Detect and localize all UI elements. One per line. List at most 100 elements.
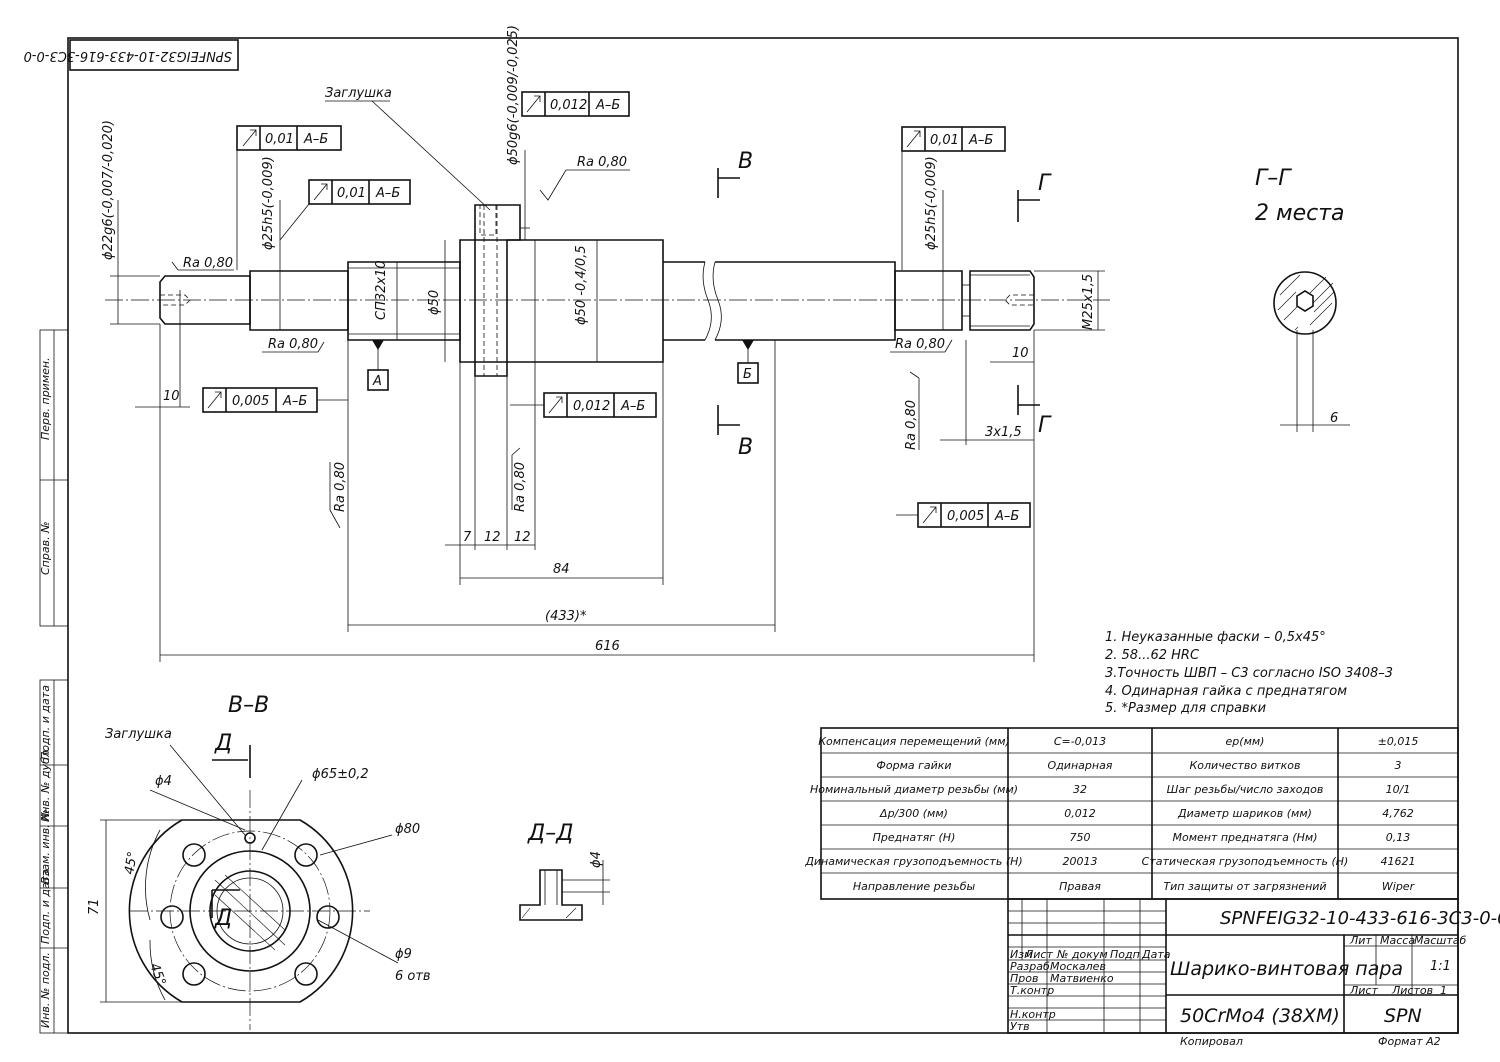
tb-col-3: Подп	[1110, 948, 1140, 961]
tbl-r4-c1: 750	[1070, 831, 1091, 844]
tb-col-0: Изм	[1010, 948, 1032, 961]
side-label-1: Справ. №	[39, 521, 52, 575]
tb-scale-val: 1:1	[1430, 959, 1451, 974]
vv-section-drawing	[100, 744, 399, 1030]
dim-12b: 12	[514, 530, 531, 545]
tbl-r6-c1: Правая	[1059, 880, 1101, 893]
side-label-3: Инв. № дубл.	[39, 747, 52, 822]
tbl-r1-c0: Форма гайки	[876, 759, 951, 772]
dia-50g6-label: ϕ50g6(-0,009/-0,025)	[506, 25, 521, 165]
tbl-r1-c2: Количество витков	[1189, 759, 1300, 772]
sect-v-top: В	[738, 149, 753, 174]
vv-ang-b: 45°	[146, 961, 168, 988]
dia-22-label: ϕ22g6(-0,007/-0,020)	[101, 120, 116, 260]
datum-b: Б	[743, 367, 752, 382]
top-stamp	[69, 39, 239, 71]
vv-dim-71: 71	[87, 898, 102, 915]
tbl-r6-c0: Направление резьбы	[853, 880, 976, 893]
tbl-r6-c2: Тип защиты от загрязнений	[1163, 880, 1326, 893]
tbl-r4-c3: 0,13	[1386, 831, 1411, 844]
tol-base-3: А–Б	[595, 98, 620, 113]
tolerance-frames	[202, 91, 1031, 528]
tbl-r3-c0: Δp/300 (мм)	[879, 807, 948, 820]
tb-col-4: Дата	[1141, 948, 1171, 961]
tbl-r2-c3: 10/1	[1386, 783, 1411, 796]
vv-phi4: ϕ4	[155, 774, 172, 789]
tol-mid1: 0,005	[232, 394, 269, 409]
tol-base-2: А–Б	[375, 186, 400, 201]
tol-base-5: А–Б	[282, 394, 307, 409]
note-1: 2. 58...62 HRC	[1105, 648, 1200, 663]
tb-role-4: Утв	[1010, 1020, 1030, 1033]
sp32-label: СП32x10	[374, 260, 389, 320]
tbl-r2-c1: 32	[1073, 783, 1087, 796]
tbl-r4-c2: Момент преднатяга (Нм)	[1172, 831, 1317, 844]
tbl-r3-c1: 0,012	[1064, 807, 1096, 820]
tb-role-1: Пров	[1010, 972, 1038, 985]
gg-dim-6: 6	[1330, 411, 1338, 426]
m25-label: M25x1,5	[1081, 274, 1096, 330]
dim-10b: 10	[1012, 346, 1029, 361]
dim-7: 7	[463, 530, 472, 545]
ra-7: Ra 0,80	[513, 462, 528, 512]
tbl-r5-c2: Статическая грузоподъемность (Н)	[1142, 855, 1349, 868]
tb-name-0: Москалев	[1050, 960, 1106, 973]
side-label-6: Инв. № подл.	[39, 952, 52, 1028]
tbl-r5-c3: 41621	[1381, 855, 1416, 868]
ra-1: Ra 0,80	[183, 256, 233, 271]
datum-a: А	[372, 374, 382, 389]
tbl-r3-c3: 4,762	[1382, 807, 1414, 820]
tb-col-2: № докум	[1056, 948, 1108, 961]
copied-label: Копировал	[1180, 1035, 1243, 1048]
tb-role-2: Т.контр	[1010, 984, 1054, 997]
dim-433: (433)*	[545, 609, 587, 624]
tbl-r1-c3: 3	[1395, 759, 1402, 772]
tb-sheets-val: 1	[1440, 984, 1447, 997]
dim-3x15: 3x1,5	[985, 425, 1022, 440]
dim-10a: 10	[163, 389, 180, 404]
vv-phi65: ϕ65±0,2	[312, 767, 369, 782]
tol-top3: 0,012	[550, 98, 587, 113]
vv-phi9: ϕ9	[395, 947, 412, 962]
format-label: Формат А2	[1378, 1035, 1441, 1048]
tb-name: Шарико-винтовая пара	[1170, 958, 1403, 980]
dia-50-label: ϕ50	[427, 290, 442, 315]
tol-top2: 0,01	[337, 186, 366, 201]
tbl-r5-c0: Динамическая грузоподъемность (Н)	[804, 855, 1022, 868]
tol-right: 0,005	[947, 509, 984, 524]
spec-table	[820, 727, 1459, 900]
vv-title: В–В	[228, 693, 269, 718]
tb-code: SPNFEIG32-10-433-616-3C3-0-0	[1220, 908, 1500, 929]
plug-label: Заглушка	[325, 86, 392, 101]
tol-base-7: А–Б	[994, 509, 1019, 524]
tb-mass: Масса	[1380, 934, 1415, 947]
ra-2: Ra 0,80	[268, 337, 318, 352]
sect-v-bottom: В	[738, 435, 753, 460]
tb-role-3: Н.контр	[1010, 1008, 1056, 1021]
dd-marker-mid: Д	[214, 906, 232, 931]
dim-12a: 12	[484, 530, 501, 545]
vv-phi80: ϕ80	[395, 822, 420, 837]
tb-scale: Масштаб	[1414, 934, 1466, 947]
ra-4: Ra 0,80	[895, 337, 945, 352]
tb-sheet: Лист	[1349, 984, 1378, 997]
note-4: 5. *Размер для справки	[1105, 701, 1266, 716]
ra-3: Ra 0,80	[577, 155, 627, 170]
tol-base-6: А–Б	[620, 399, 645, 414]
sect-g-bottom: Г	[1038, 413, 1052, 438]
title-block	[1007, 898, 1459, 1034]
dd-title: Д–Д	[527, 821, 573, 846]
dd-marker-top: Д	[214, 731, 232, 756]
note-0: 1. Неуказанные фаски – 0,5x45°	[1105, 630, 1326, 645]
tbl-r3-c2: Диаметр шариков (мм)	[1177, 807, 1312, 820]
shaft-view	[105, 204, 1110, 377]
tol-mid2: 0,012	[573, 399, 610, 414]
tbl-r0-c3: ±0,015	[1378, 735, 1419, 748]
dia-25-left-label: ϕ25h5(-0,009)	[261, 156, 276, 250]
dim-84: 84	[553, 562, 570, 577]
top-stamp-text: SPNFEIG32-10-433-616-3C3-0-0	[24, 48, 232, 63]
tbl-r0-c2: ep(мм)	[1226, 735, 1265, 748]
tb-sheets: Листов	[1391, 984, 1433, 997]
plug-label-2: Заглушка	[105, 727, 172, 742]
